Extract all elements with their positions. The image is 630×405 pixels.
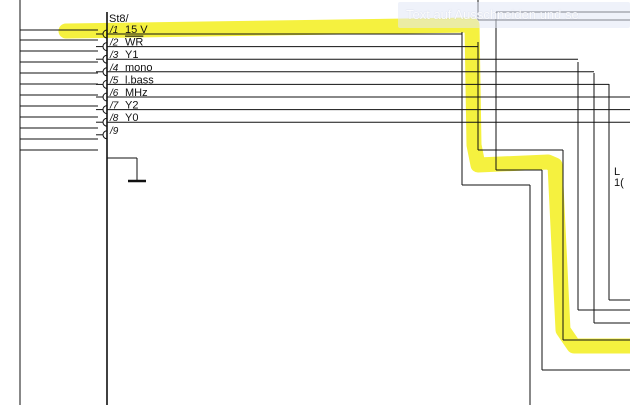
left-wiring	[19, 0, 98, 405]
connector-name: St8/	[109, 13, 130, 25]
connector-pin: /4 mono	[96, 62, 594, 77]
pin-signal-label: mono	[125, 62, 153, 74]
connector-pin: /1 15 V	[96, 24, 462, 39]
pin-number: /1	[109, 25, 118, 36]
pin-number: /9	[109, 126, 119, 137]
connector-pin: /2 WR	[96, 37, 478, 52]
connector-st8	[106, 12, 146, 405]
toolbar-overlay: Text auf Ausschneiden und se	[398, 2, 630, 28]
pin-number: /5	[109, 75, 119, 86]
toolbar-hint-text: Text auf Ausschneiden und se	[406, 7, 579, 22]
connector-pin: /5 l.bass	[96, 74, 609, 89]
pin-number: /3	[109, 50, 119, 61]
pin-number: /8	[109, 113, 119, 124]
connector-pin: /9	[96, 126, 119, 140]
pin-signal-label: l.bass	[125, 74, 154, 86]
connector-pin: /6 MHz	[96, 87, 630, 102]
highlight-marks	[58, 17, 630, 354]
connector-pin: /8 Y0	[96, 112, 630, 127]
connector-pin: /3 Y1	[96, 49, 578, 64]
pin-signal-label: Y1	[125, 49, 138, 61]
edge-label-line1: L	[614, 166, 620, 178]
pin-number: /2	[109, 38, 119, 49]
highlight-15v-route	[58, 17, 630, 354]
pin-number: /7	[109, 101, 119, 112]
pin-number: /4	[109, 63, 119, 74]
connector-pin: /7 Y2	[96, 100, 630, 115]
pin-signal-label: MHz	[125, 87, 148, 99]
pin-signal-label: WR	[125, 37, 143, 49]
pin-signal-label: Y0	[125, 112, 138, 124]
edge-label-line2: 1(	[614, 177, 624, 189]
pin-number: /6	[109, 88, 119, 99]
connector-pins: /1 15 V/2 WR/3 Y1/4 mono/5 l.bass/6 MHz/7 Y2/8 Y…	[96, 24, 630, 140]
pin-signal-label: 15 V	[125, 24, 148, 36]
pin-signal-label: Y2	[125, 100, 138, 112]
